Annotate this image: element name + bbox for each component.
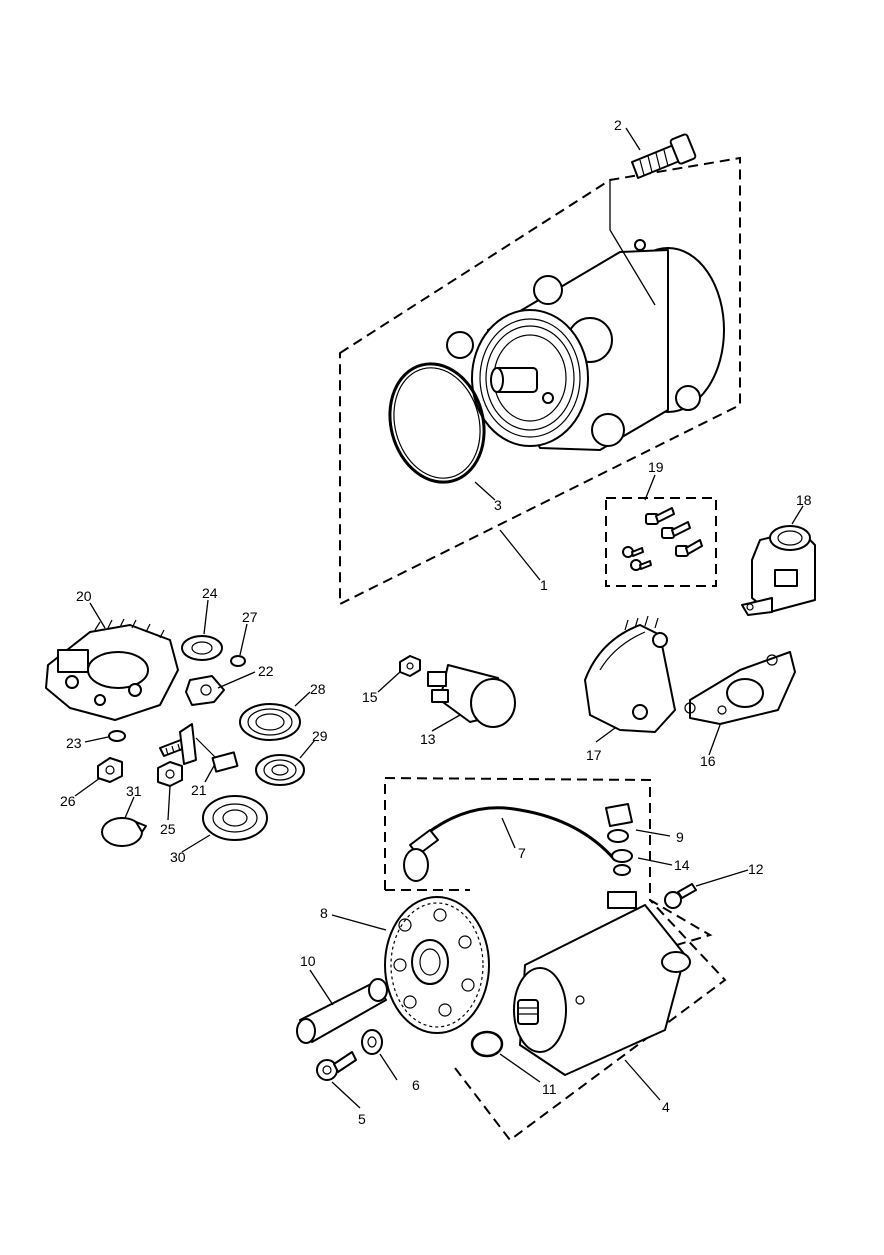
callout-26: 26 bbox=[60, 793, 76, 809]
brush-plate-20 bbox=[45, 618, 179, 721]
nut-plate-22 bbox=[185, 675, 225, 706]
callout-29: 29 bbox=[312, 728, 328, 744]
callout-21: 21 bbox=[191, 782, 207, 798]
callout-19: 19 bbox=[648, 459, 664, 475]
callout-31: 31 bbox=[126, 783, 142, 799]
alternator-assembly-group bbox=[339, 156, 741, 606]
callout-14: 14 bbox=[674, 857, 690, 873]
callout-1: 1 bbox=[540, 577, 548, 593]
callout-27: 27 bbox=[242, 609, 258, 625]
regulator-cover-17 bbox=[584, 615, 676, 733]
nut-25 bbox=[157, 761, 183, 787]
callout-24: 24 bbox=[202, 585, 218, 601]
callout-4: 4 bbox=[662, 1099, 670, 1115]
o-ring-3 bbox=[388, 362, 486, 484]
callout-22: 22 bbox=[258, 663, 274, 679]
bracket-18 bbox=[741, 525, 816, 616]
leader-lines bbox=[74, 127, 804, 1109]
callout-16: 16 bbox=[700, 753, 716, 769]
callout-2: 2 bbox=[614, 117, 622, 133]
callout-13: 13 bbox=[420, 731, 436, 747]
callout-30: 30 bbox=[170, 849, 186, 865]
shaft-10 bbox=[296, 978, 388, 1044]
mount-plate-16 bbox=[684, 651, 796, 725]
bearing-30 bbox=[202, 795, 268, 841]
callout-8: 8 bbox=[320, 905, 328, 921]
bearing-28 bbox=[239, 703, 301, 741]
callout-9: 9 bbox=[676, 829, 684, 845]
circlip-31 bbox=[101, 817, 147, 847]
brush-holder-21 bbox=[159, 723, 239, 773]
starter-gear-8 bbox=[384, 896, 490, 1034]
callout-10: 10 bbox=[300, 953, 316, 969]
starter-motor-4 bbox=[454, 891, 727, 1142]
callout-15: 15 bbox=[362, 689, 378, 705]
bolt-12 bbox=[664, 883, 697, 909]
washer-23 bbox=[108, 730, 126, 742]
callout-3: 3 bbox=[494, 497, 502, 513]
alternator-group-outline bbox=[339, 156, 741, 606]
o-ring-11 bbox=[470, 1030, 504, 1058]
callout-28: 28 bbox=[310, 681, 326, 697]
nut-26 bbox=[97, 757, 123, 783]
bearing-29 bbox=[255, 754, 305, 786]
callout-18: 18 bbox=[796, 492, 812, 508]
callout-17: 17 bbox=[586, 747, 602, 763]
alternator bbox=[446, 239, 725, 451]
callout-20: 20 bbox=[76, 588, 92, 604]
callout-11: 11 bbox=[542, 1081, 557, 1097]
callout-7: 7 bbox=[518, 845, 526, 861]
callout-labels: 1 2 3 4 5 6 7 8 9 10 11 12 13 14 15 16 1… bbox=[60, 117, 812, 1127]
bolt-5 bbox=[316, 1051, 357, 1081]
washer-6 bbox=[361, 1029, 383, 1055]
solenoid-13 bbox=[427, 664, 516, 728]
callout-25: 25 bbox=[160, 821, 176, 837]
nut-15 bbox=[399, 655, 421, 677]
starter-cable-group bbox=[384, 776, 713, 951]
callout-5: 5 bbox=[358, 1111, 366, 1127]
washer-24 bbox=[181, 635, 223, 661]
screw-set-19 bbox=[605, 497, 717, 587]
callout-6: 6 bbox=[412, 1077, 420, 1093]
callout-23: 23 bbox=[66, 735, 82, 751]
ring-27 bbox=[230, 655, 246, 667]
bolt-2 bbox=[631, 133, 697, 179]
callout-12: 12 bbox=[748, 861, 764, 877]
